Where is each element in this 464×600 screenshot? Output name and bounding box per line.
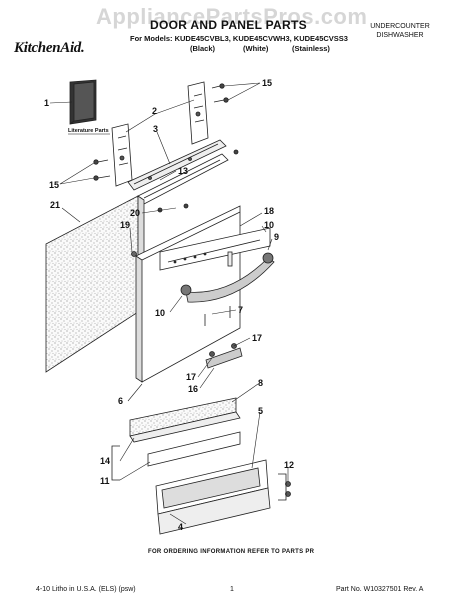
callout-21: 21 (50, 200, 60, 210)
callout-10-bottom: 10 (155, 308, 165, 318)
callout-5: 5 (258, 406, 263, 416)
brand-logo: KitchenAid. (14, 40, 85, 56)
literature-label: Literature Parts (68, 128, 109, 134)
finish-white: (White) (243, 44, 269, 53)
callout-18: 18 (264, 206, 274, 216)
callout-15-left: 15 (49, 180, 59, 190)
callout-9: 9 (274, 232, 279, 242)
callout-19: 19 (120, 220, 130, 230)
literature-booklet (69, 79, 97, 125)
page-title: DOOR AND PANEL PARTS (150, 18, 307, 32)
callout-1: 1 (44, 98, 49, 108)
watermark: AppliancePartsPros.com (96, 4, 368, 29)
category-line-2: DISHWASHER (376, 32, 424, 39)
control-panel-strip (159, 227, 271, 271)
callout-8: 8 (258, 378, 263, 388)
callout-numbers: 1 2 3 15 15 13 21 20 19 18 10 9 10 7 17 … (44, 78, 294, 532)
callout-20: 20 (130, 208, 140, 218)
toe-kick-lower (155, 459, 291, 535)
callout-7: 7 (238, 305, 243, 315)
ordering-info: FOR ORDERING INFORMATION REFER TO PARTS … (148, 549, 315, 555)
finish-stainless: (Stainless) (292, 44, 330, 53)
side-bracket-left (111, 123, 133, 187)
callout-16: 16 (188, 384, 198, 394)
model-list: For Models: KUDE45CVBL3, KUDE45CVWH3, KU… (130, 34, 348, 43)
callout-17-right: 17 (252, 333, 262, 343)
door-handle (180, 252, 275, 326)
side-bracket-right (187, 81, 209, 145)
part-number: Part No. W10327501 Rev. A (336, 586, 424, 593)
callout-10-top: 10 (264, 220, 274, 230)
callout-3: 3 (153, 124, 158, 134)
appliance-category: UNDERCOUNTER DISHWASHER (360, 22, 440, 40)
callout-15-top: 15 (262, 78, 272, 88)
finish-black: (Black) (190, 44, 216, 53)
leader-lines (49, 82, 289, 525)
category-line-1: UNDERCOUNTER (370, 23, 430, 30)
callout-13: 13 (178, 166, 188, 176)
callout-11: 11 (100, 476, 110, 486)
toe-panel-upper (129, 397, 241, 467)
page-number: 1 (230, 586, 234, 593)
logo-plate (205, 343, 243, 369)
callout-17-left: 17 (186, 372, 196, 382)
callout-2: 2 (152, 106, 157, 116)
callout-14: 14 (100, 456, 110, 466)
callout-12: 12 (284, 460, 294, 470)
litho-info: 4-10 Litho in U.S.A. (ELS) (psw) (36, 586, 136, 593)
hinge-channel (127, 139, 227, 191)
callout-4: 4 (178, 522, 183, 532)
callout-6: 6 (118, 396, 123, 406)
